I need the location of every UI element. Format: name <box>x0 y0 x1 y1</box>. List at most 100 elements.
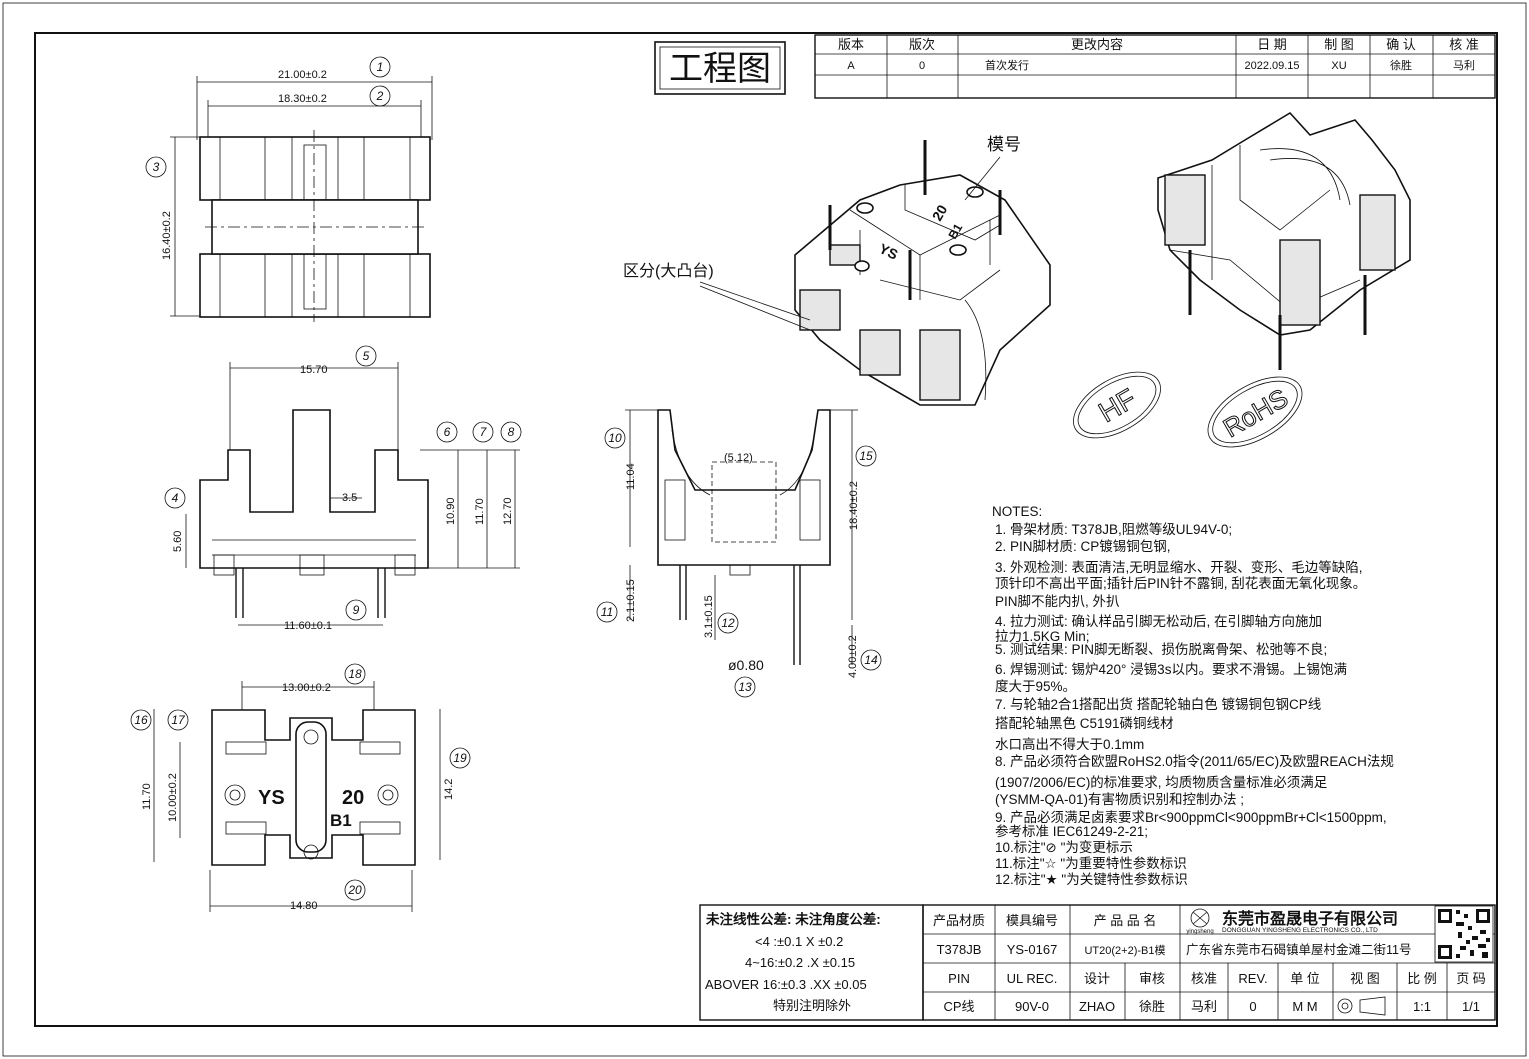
tb-label-mold: 模具编号 <box>1006 913 1058 928</box>
note-line: 拉力1.5KG Min; <box>995 629 1090 644</box>
note-line: 6. 焊锡测试: 锡炉420° 浸锡3s以内。要求不滑锡。上锡饱满 <box>995 662 1347 677</box>
balloon-circle <box>344 663 366 685</box>
bottom-dim-height: 11.70 <box>141 783 153 810</box>
balloon-label: 16 <box>134 713 148 727</box>
rev-header-approve: 核 准 <box>1449 37 1479 52</box>
rev-header-drawn: 制 图 <box>1324 37 1354 52</box>
balloon-15: 15 <box>855 445 877 467</box>
balloon-circle <box>130 709 152 731</box>
balloon-label: 18 <box>348 667 362 681</box>
note-line: (1907/2006/EC)的标准要求, 均质物质含量标准必须满足 <box>995 775 1328 790</box>
projection-symbol-icon <box>1337 996 1386 1016</box>
note-line: 10.标注"⊘ "为变更标示 <box>995 840 1133 855</box>
front-dim-width: 15.70 <box>300 364 328 376</box>
top-dim-inner-width: 18.30±0.2 <box>278 93 327 105</box>
balloon-label: 19 <box>453 751 467 765</box>
side-dim-cup: 11.04 <box>625 463 637 490</box>
rev-cell-date: 2022.09.15 <box>1244 60 1299 72</box>
top-dim-overall-width: 21.00±0.2 <box>278 69 327 81</box>
note-line: 7. 与轮轴2合1搭配出货 搭配轮轴白色 镀锡铜包钢CP线 <box>995 696 1321 712</box>
front-dim-h3: 12.70 <box>502 497 514 525</box>
balloon-5: 5 <box>355 345 377 367</box>
iso-callout-mold-number: 模号 <box>987 135 1021 154</box>
front-view: 15.70 3.5 5.60 10.90 11.70 12.70 11.60±0… <box>172 362 520 632</box>
company-address: 广东省东莞市石碣镇单屋村金滩二街11号 <box>1186 942 1411 957</box>
company-name-cn: 东莞市盈晟电子有限公司 <box>1222 909 1398 928</box>
balloon-circle <box>500 421 522 443</box>
rev-cell-approve: 马利 <box>1453 59 1475 72</box>
tb-value-mold: YS-0167 <box>1007 942 1058 957</box>
bottom-dim-depth: 14.2 <box>443 779 455 800</box>
balloon-circle <box>369 56 391 78</box>
rev-cell-edition: 0 <box>919 60 925 72</box>
balloon-label: 11 <box>601 605 613 619</box>
tb-label-scale: 比 例 <box>1407 971 1437 986</box>
tb-value-material: T378JB <box>937 942 982 957</box>
iso-view-right <box>1157 111 1411 370</box>
balloon-label: 14 <box>864 653 878 667</box>
qr-code-icon <box>1434 905 1494 963</box>
company-logo-text: yingsheng <box>1186 929 1213 935</box>
balloon-11: 11 <box>596 601 618 623</box>
front-dim-base-height: 5.60 <box>172 531 184 552</box>
tb-value-rev: 0 <box>1249 999 1256 1014</box>
note-line: 8. 产品必须符合欧盟RoHS2.0指令(2011/65/EC)及欧盟REACH… <box>995 754 1394 769</box>
balloon-circle <box>369 85 391 107</box>
balloon-20: 20 <box>344 879 366 901</box>
tb-value-review: 徐胜 <box>1139 999 1165 1014</box>
balloon-8: 8 <box>500 421 522 443</box>
balloon-4: 4 <box>164 487 186 509</box>
tb-label-view: 视 图 <box>1350 971 1380 986</box>
bottom-dim-width: 14.80 <box>290 900 318 912</box>
note-line: (YSMM-QA-01)有害物质识别和控制办法 ; <box>995 792 1244 807</box>
balloon-label: 20 <box>347 883 362 897</box>
side-dim-pin-length: 4.00±0.2 <box>847 635 859 678</box>
drawing-title-box: 工程图 <box>654 41 786 95</box>
side-dim-ref: (5.12) <box>724 452 753 464</box>
balloon-label: 7 <box>480 425 488 439</box>
tb-label-ul: UL REC. <box>1007 971 1058 986</box>
balloon-circle <box>145 156 167 178</box>
company-name-en: DONGGUAN YINGSHENG ELECTRONICS CO., LTD <box>1222 927 1378 934</box>
balloon-3: 3 <box>145 156 167 178</box>
tb-label-design: 设计 <box>1084 971 1110 986</box>
balloon-17: 17 <box>167 709 189 731</box>
note-line: 3. 外观检测: 表面清洁,无明显缩水、开裂、变形、毛边等缺陷, <box>995 559 1363 575</box>
tb-label-material: 产品材质 <box>933 913 985 928</box>
tb-label-approve: 核准 <box>1191 971 1217 986</box>
balloon-label: 4 <box>172 491 179 505</box>
balloon-16: 16 <box>130 709 152 731</box>
tolerance-line-3: ABOVER 16:±0.3 .XX ±0.05 <box>705 977 867 992</box>
balloon-label: 13 <box>738 680 752 694</box>
tb-label-pin: PIN <box>948 971 970 986</box>
balloon-2: 2 <box>369 85 391 107</box>
iso-callout-distinguish: 区分(大凸台) <box>623 262 714 280</box>
balloon-circle <box>855 445 877 467</box>
front-dim-slot: 3.5 <box>342 492 357 504</box>
balloon-circle <box>717 612 739 634</box>
revision-table: 版本 版次 更改内容 日 期 制 图 确 认 核 准 A 0 首次发行 2022… <box>814 34 1496 99</box>
bottom-dim-inner: 10.00±0.2 <box>167 773 179 822</box>
note-line: 顶针印不高出平面;插针后PIN针不露铜, 刮花表面无氧化现象。 <box>995 575 1366 591</box>
note-line: 2. PIN脚材质: CP镀锡铜包钢, <box>995 538 1171 554</box>
note-line: 参考标准 IEC61249-2-21; <box>995 823 1148 839</box>
iso-view-left: YS 20 B1 模号 区分(大凸台) <box>623 135 1051 406</box>
balloon-10: 10 <box>604 427 626 449</box>
rev-cell-confirm: 徐胜 <box>1390 58 1412 72</box>
balloon-label: 2 <box>376 89 384 103</box>
tb-value-scale: 1:1 <box>1413 999 1431 1014</box>
rev-cell-drawn: XU <box>1331 60 1346 72</box>
tb-label-rev: REV. <box>1238 971 1267 986</box>
rev-header-edition: 版次 <box>909 37 935 52</box>
balloon-circle <box>734 676 756 698</box>
tolerance-line-1: <4 :±0.1 X ±0.2 <box>755 934 843 949</box>
note-line: 12.标注"★ "为关键特性参数标识 <box>995 871 1188 887</box>
rev-header-change: 更改内容 <box>1071 37 1123 52</box>
tb-value-design: ZHAO <box>1079 999 1115 1014</box>
notes-block: NOTES: 1. 骨架材质: T378JB,阻燃等级UL94V-0;2. PI… <box>992 504 1394 887</box>
balloon-circle <box>167 709 189 731</box>
tolerance-line-2: 4~16:±0.2 .X ±0.15 <box>745 955 855 970</box>
tolerance-header: 未注线性公差: 未注角度公差: <box>706 911 881 927</box>
bottom-dim-pitch: 13.00±0.2 <box>282 682 331 694</box>
